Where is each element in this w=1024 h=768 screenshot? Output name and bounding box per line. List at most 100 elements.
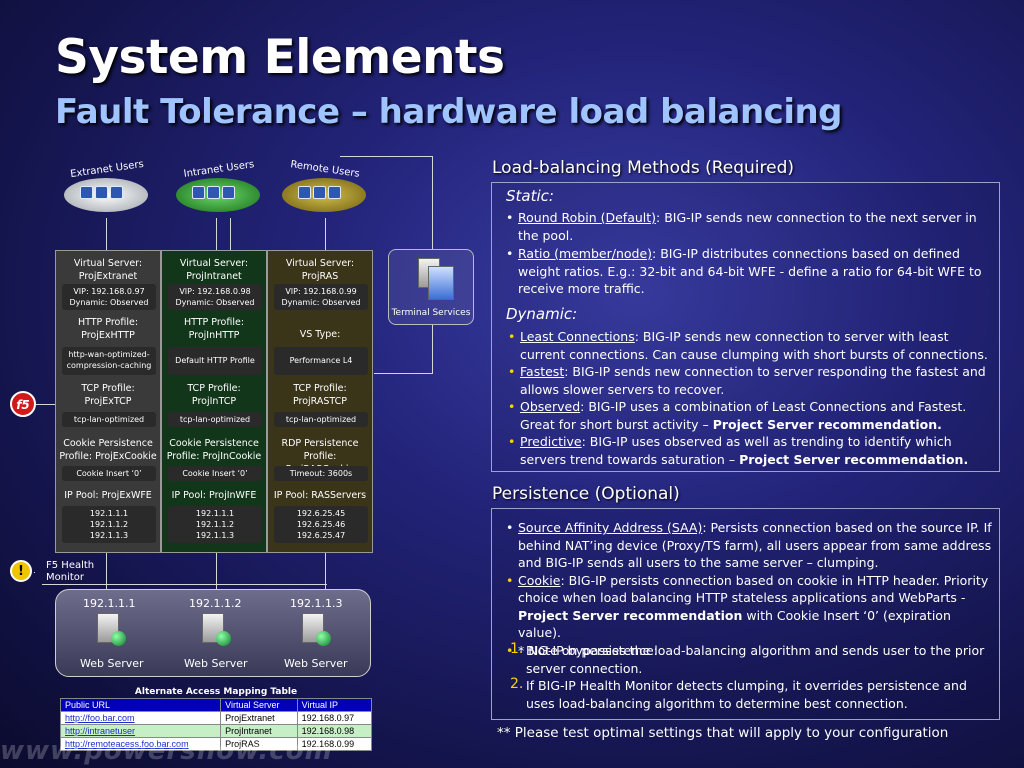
wire	[340, 156, 433, 157]
tcp-profile-name: ProjInTCP	[191, 396, 237, 407]
column-header: Virtual Server	[220, 698, 298, 712]
tcp-profile-box: tcp-lan-optimized	[62, 412, 156, 427]
method-term: Round Robin (Default)	[518, 210, 657, 225]
wire	[216, 218, 217, 250]
bullet: •	[508, 364, 516, 379]
list-item: •Ratio (member/node): BIG-IP distributes…	[504, 245, 994, 298]
public-url-link[interactable]: http://remoteacess.foo.bar.com	[59, 737, 222, 751]
load-balancing-heading: Load-balancing Methods (Required)	[492, 158, 795, 178]
pool-ip: 192.1.1.3	[89, 531, 129, 540]
virtual-server-extranet[interactable]: Virtual Server: ProjExtranet VIP: 192.16…	[55, 250, 161, 553]
wire	[374, 373, 433, 374]
list-item: •Cookie: BIG-IP persists connection base…	[504, 572, 996, 642]
pool-ip: 192.1.1.2	[195, 520, 235, 529]
persistence-label: Cookie Persistence	[63, 438, 153, 449]
http-profile-label: HTTP Profile:	[77, 317, 139, 328]
aam-table: Public URL Virtual Server Virtual IP htt…	[59, 698, 373, 751]
persistence-term: Source Affinity Address (SAA)	[518, 520, 703, 535]
tcp-profile-box: tcp-lan-optimized	[168, 412, 262, 427]
recommendation: Project Server recommendation.	[712, 416, 942, 432]
web-server-ip: 192.1.1.3	[290, 597, 343, 610]
persistence-heading: Persistence (Optional)	[492, 484, 680, 504]
wire	[216, 553, 217, 589]
persistence-box: Cookie Insert ‘0’	[168, 466, 262, 481]
bullet: •	[508, 329, 516, 344]
http-profile-name: ProjExHTTP	[81, 330, 135, 341]
pool-ip: 192.6.25.45	[296, 509, 346, 518]
http-profile-label: HTTP Profile:	[183, 317, 245, 328]
item-number: 1.	[510, 641, 524, 657]
method-text: : BIG-IP distributes connections based o…	[518, 246, 982, 296]
vs-type-label: VS Type:	[299, 329, 341, 340]
table-row: http://remoteacess.foo.bar.com ProjRAS 1…	[59, 737, 373, 751]
method-term: Predictive	[520, 434, 582, 449]
vs-vip: VIP: 192.168.0.97	[73, 287, 145, 296]
slide-title: System Elements	[55, 30, 505, 85]
wire	[106, 218, 107, 250]
vs-dynamic: Dynamic: Observed	[281, 298, 361, 307]
persistence-text: : Persists connection based on the sourc…	[518, 520, 992, 570]
footnote: ** Please test optimal settings that wil…	[497, 725, 949, 741]
persistence-label: Cookie Persistence	[169, 438, 259, 449]
method-text: : BIG-IP uses a combination of Least Con…	[520, 399, 967, 432]
http-profile-box: http-wan-optimized-compression-caching	[62, 347, 156, 375]
tcp-profile-box: tcp-lan-optimized	[274, 412, 368, 427]
persistence-box: Cookie Insert ‘0’	[62, 466, 156, 481]
list-item: •Fastest: BIG-IP sends new connection to…	[506, 363, 996, 398]
bullet: •	[506, 572, 514, 588]
pool-ip: 192.1.1.1	[89, 509, 129, 518]
table-cell: 192.168.0.97	[296, 711, 373, 725]
aam-table-title: Alternate Access Mapping Table	[134, 687, 298, 697]
column-header: Public URL	[59, 698, 222, 712]
public-url-link[interactable]: http://intranetuser	[59, 724, 222, 738]
table-row: http://foo.bar.com ProjExtranet 192.168.…	[59, 711, 373, 725]
terminal-services-label: Terminal Services	[391, 308, 471, 318]
user-icon	[222, 186, 235, 199]
vs-dynamic: Dynamic: Observed	[175, 298, 255, 307]
virtual-server-ras[interactable]: Virtual Server: ProjRAS VIP: 192.168.0.9…	[267, 250, 373, 553]
dynamic-label: Dynamic:	[506, 305, 578, 323]
ip-pool-label: IP Pool: RASServers	[273, 490, 367, 501]
table-cell: ProjRAS	[220, 737, 298, 751]
persistence-name: Profile: ProjInCookie	[166, 451, 262, 462]
method-term: Fastest	[520, 364, 565, 379]
table-cell: 192.168.0.99	[296, 737, 373, 751]
user-icon	[328, 186, 341, 199]
persistence-text: : BIG-IP persists connection based on co…	[518, 572, 989, 606]
user-icon	[207, 186, 220, 199]
item-text: BIG-IP bypasses the load-balancing algor…	[526, 643, 985, 676]
user-icon	[298, 186, 311, 199]
vs-name: ProjExtranet	[78, 271, 138, 282]
wire	[432, 325, 433, 373]
load-balancing-panel: Static: •Round Robin (Default): BIG-IP s…	[491, 182, 1000, 472]
virtual-server-intranet[interactable]: Virtual Server: ProjIntranet VIP: 192.16…	[161, 250, 267, 553]
persistence-term: Cookie	[518, 572, 561, 588]
tcp-profile-label: TCP Profile:	[187, 383, 241, 394]
persistence-list: • Source Affinity Address (SAA): Persists…	[504, 519, 996, 659]
method-text: : BIG-IP sends new connection to server …	[520, 329, 988, 362]
wire	[230, 218, 231, 250]
public-url-link[interactable]: http://foo.bar.com	[59, 711, 222, 725]
f5-logo: f5	[10, 391, 36, 417]
tcp-profile-name: ProjRASTCP	[292, 396, 348, 407]
method-text: : BIG-IP sends new connection to the nex…	[518, 210, 977, 243]
pool-ip: 192.6.25.46	[296, 520, 346, 529]
recommendation: Project Server recommendation	[518, 607, 743, 623]
list-item: •Round Robin (Default): BIG-IP sends new…	[504, 209, 994, 244]
wire	[325, 553, 326, 589]
health-monitor-label: F5 Health Monitor	[46, 560, 95, 583]
item-text: If BIG-IP Health Monitor detects clumpin…	[526, 678, 967, 711]
user-icons	[80, 186, 123, 199]
wire	[42, 584, 327, 585]
bullet: •	[506, 520, 514, 535]
wire	[34, 572, 35, 573]
table-cell: ProjExtranet	[220, 711, 298, 725]
list-item: •Observed: BIG-IP uses a combination of …	[506, 398, 996, 433]
web-server-ip: 192.1.1.1	[83, 597, 136, 610]
static-label: Static:	[506, 187, 554, 205]
wire	[325, 218, 326, 250]
